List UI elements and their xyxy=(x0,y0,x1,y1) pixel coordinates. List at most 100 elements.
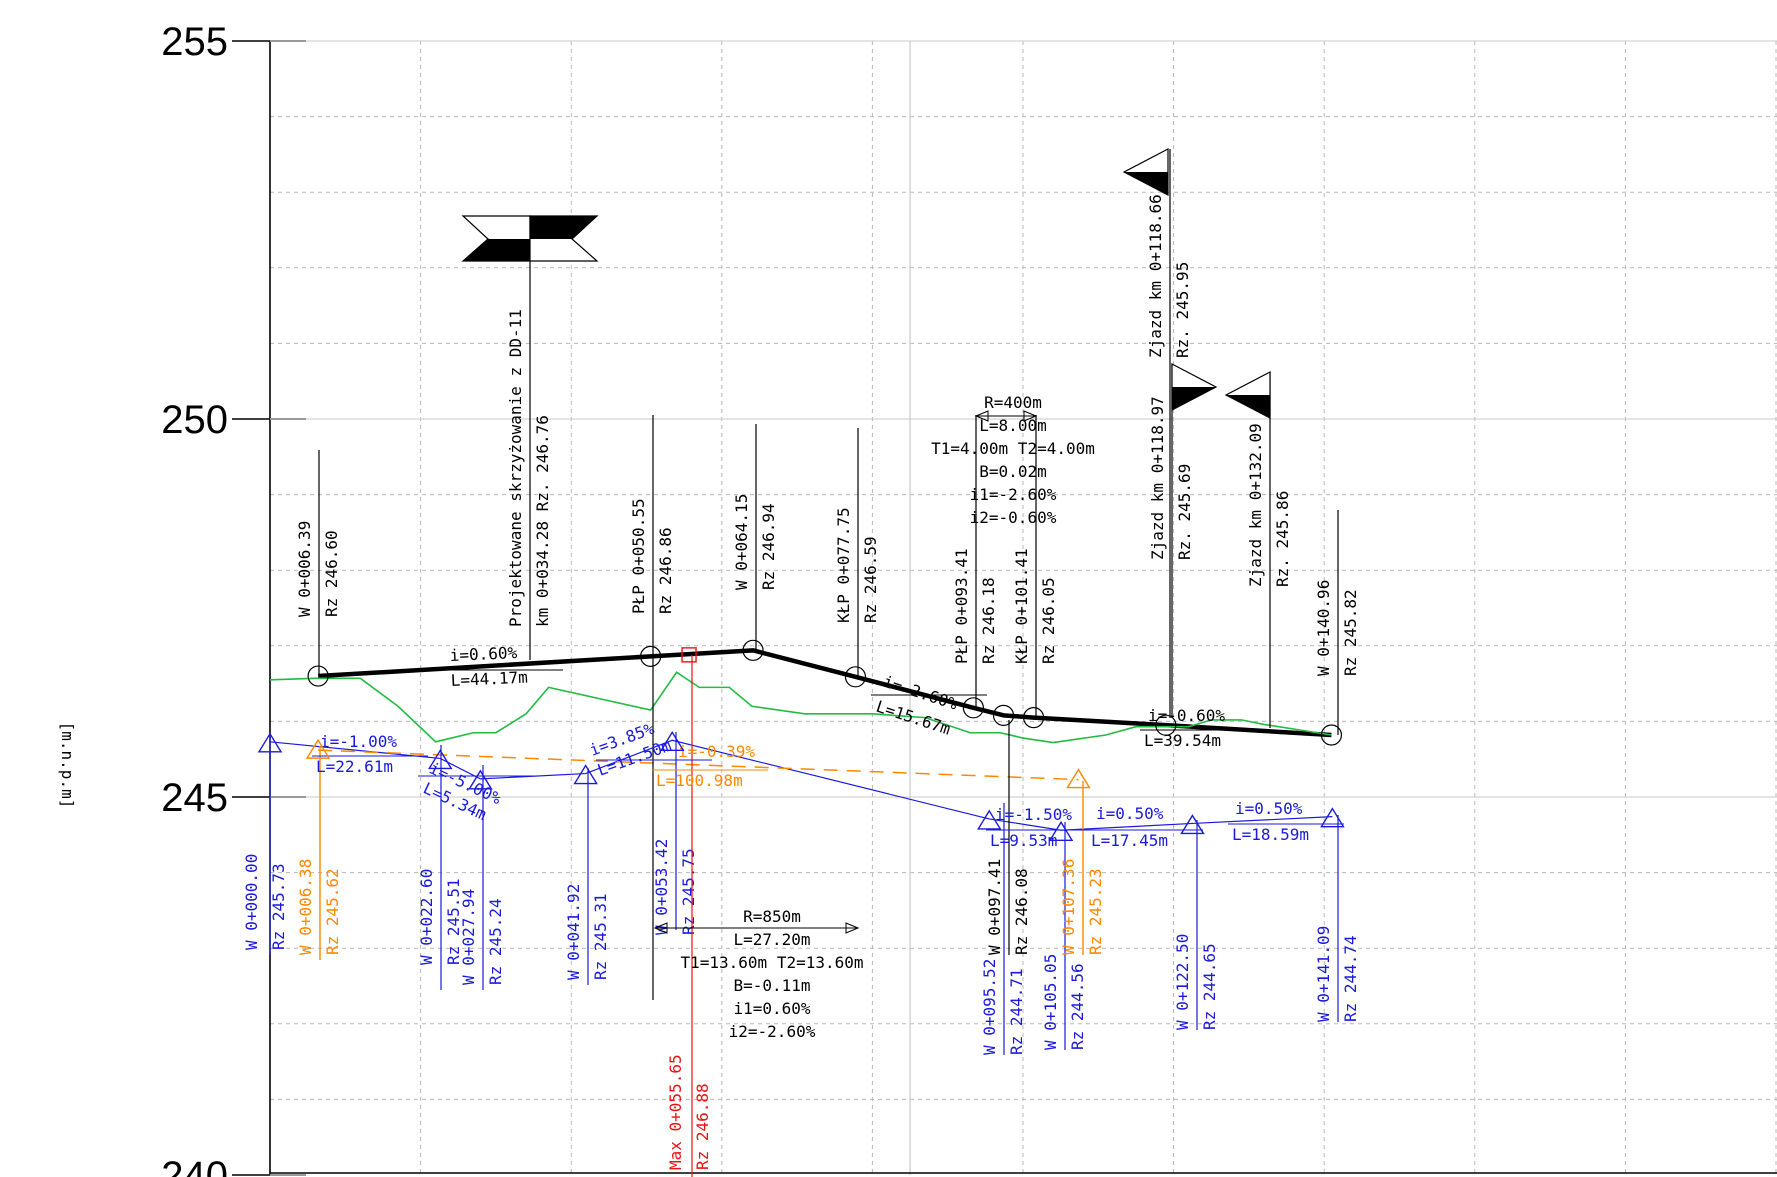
flag-left-fill xyxy=(463,239,530,261)
station-elevation: Rz 245.73 xyxy=(269,863,288,950)
existing-grade-triangle xyxy=(428,749,453,770)
driveway-flag-icon xyxy=(1224,371,1271,419)
curve-parameter: i1=-2.60% xyxy=(970,485,1057,504)
node-markers xyxy=(257,639,1345,841)
design-grade-line xyxy=(317,648,1332,738)
profile-lines xyxy=(269,648,1333,831)
station-elevation: Rz 246.60 xyxy=(322,530,341,617)
station-elevation: Rz 245.51 xyxy=(444,878,463,965)
grade-length: L=100.98m xyxy=(656,771,743,790)
station-elevation: Rz 246.94 xyxy=(759,503,778,590)
y-tick-label: 255 xyxy=(161,20,228,64)
station-label: W 0+000.00 xyxy=(242,854,261,950)
station-label: PŁP 0+050.55 xyxy=(629,498,648,614)
grade-length: L=44.17m xyxy=(450,668,528,690)
station-label: W 0+053.42 xyxy=(652,839,671,935)
flag-right-fill xyxy=(530,216,597,239)
station-elevation: Rz 245.23 xyxy=(1086,868,1105,955)
station-elevation: Rz 245.31 xyxy=(591,893,610,980)
existing-grade-line xyxy=(269,739,1333,831)
existing-grade-triangle xyxy=(1180,814,1205,835)
station-elevation: Rz 244.65 xyxy=(1200,943,1219,1030)
station-elevation: Rz 244.74 xyxy=(1341,935,1360,1022)
curve-parameter: B=0.02m xyxy=(979,462,1046,481)
grade-length: L=9.53m xyxy=(990,831,1057,850)
curve-parameter: R=400m xyxy=(984,393,1042,412)
station-label: W 0+022.60 xyxy=(417,869,436,965)
terrain-line xyxy=(269,671,1332,744)
grade-node-marker xyxy=(962,697,984,719)
station-elevation: Rz 245.75 xyxy=(679,848,698,935)
grade-node-marker xyxy=(307,665,329,687)
orange-grade-line xyxy=(318,749,1079,781)
station-elevation: Rz 246.18 xyxy=(979,577,998,664)
station-label: W 0+064.15 xyxy=(732,494,751,590)
driveway-flag-icon xyxy=(1122,148,1169,196)
station-annotation: PŁP 0+050.55 Rz 246.86 xyxy=(629,415,675,1000)
y-tick-label: 240 xyxy=(161,1154,228,1177)
orange-grade-triangle xyxy=(1066,768,1091,789)
grade-slope: i=0.50% xyxy=(1235,799,1303,818)
orange-grade-triangle xyxy=(305,738,331,759)
station-elevation: Rz 246.88 xyxy=(693,1083,712,1170)
grade-length: L=17.45m xyxy=(1091,831,1168,850)
grade-label: i=0.50%L=18.59m xyxy=(1228,799,1344,844)
dimension-arrow xyxy=(974,410,989,422)
grade-node-marker xyxy=(742,639,764,661)
station-label: Zjazd km 0+118.97 xyxy=(1148,396,1167,560)
grade-node-marker xyxy=(1155,714,1177,736)
curve-parameter: T1=4.00m T2=4.00m xyxy=(931,439,1095,458)
station-label: W 0+107.36 xyxy=(1059,859,1078,955)
station-label: KŁP 0+077.75 xyxy=(834,507,853,623)
dimension-arrow xyxy=(1023,410,1038,422)
curve-parameter: B=-0.11m xyxy=(733,976,810,995)
dimension-arrow xyxy=(845,922,860,934)
station-annotation: W 0+041.92 Rz 245.31 xyxy=(564,768,610,985)
curve-parameter: R=850m xyxy=(743,907,801,926)
survey-flag-symbols xyxy=(461,148,1271,419)
curve-parameter: i2=-2.60% xyxy=(729,1022,816,1041)
station-annotation: W 0+006.39 Rz 246.60 xyxy=(295,450,341,676)
curve-parameter: L=27.20m xyxy=(733,930,810,949)
grade-length: L=22.61m xyxy=(316,757,393,776)
existing-grade-triangle xyxy=(1320,807,1345,828)
station-label: W 0+041.92 xyxy=(564,884,583,980)
station-label: W 0+006.39 xyxy=(295,521,314,617)
station-annotation: W 0+064.15 Rz 246.94 xyxy=(732,424,778,652)
station-label: W 0+141.09 xyxy=(1314,926,1333,1022)
station-label: W 0+095.52 xyxy=(980,959,999,1055)
station-elevation: Rz 246.86 xyxy=(656,527,675,614)
station-label: W 0+097.41 xyxy=(985,859,1004,955)
existing-grade-triangle xyxy=(468,769,493,790)
station-elevation: Rz 245.82 xyxy=(1341,589,1360,676)
grade-label: i=-0.60%L=39.54m xyxy=(1140,706,1256,750)
station-annotation: W 0+053.42 Rz 245.75 xyxy=(652,732,698,935)
station-elevation: Rz 246.05 xyxy=(1039,577,1058,664)
station-label: Zjazd km 0+118.66 xyxy=(1146,194,1165,358)
existing-grade-triangle xyxy=(1048,820,1074,841)
grade-node-marker xyxy=(1320,724,1343,746)
station-label: W 0+105.05 xyxy=(1041,954,1060,1050)
max-point-marker xyxy=(681,647,697,663)
station-elevation: Rz 245.24 xyxy=(486,898,505,985)
station-elevation: Rz. 245.69 xyxy=(1175,464,1194,560)
grade-label: i=-0.39%L=100.98m xyxy=(652,742,768,790)
existing-grade-triangle xyxy=(660,730,685,751)
station-elevation: Rz 244.56 xyxy=(1068,963,1087,1050)
station-label: Projektowane skrzyżowanie z DD-11 xyxy=(506,309,525,627)
curve-parameter: i2=-0.60% xyxy=(970,508,1057,527)
grid xyxy=(270,40,1777,1175)
grade-slope: i=-1.50% xyxy=(995,805,1072,824)
flag-fill xyxy=(1124,172,1168,195)
